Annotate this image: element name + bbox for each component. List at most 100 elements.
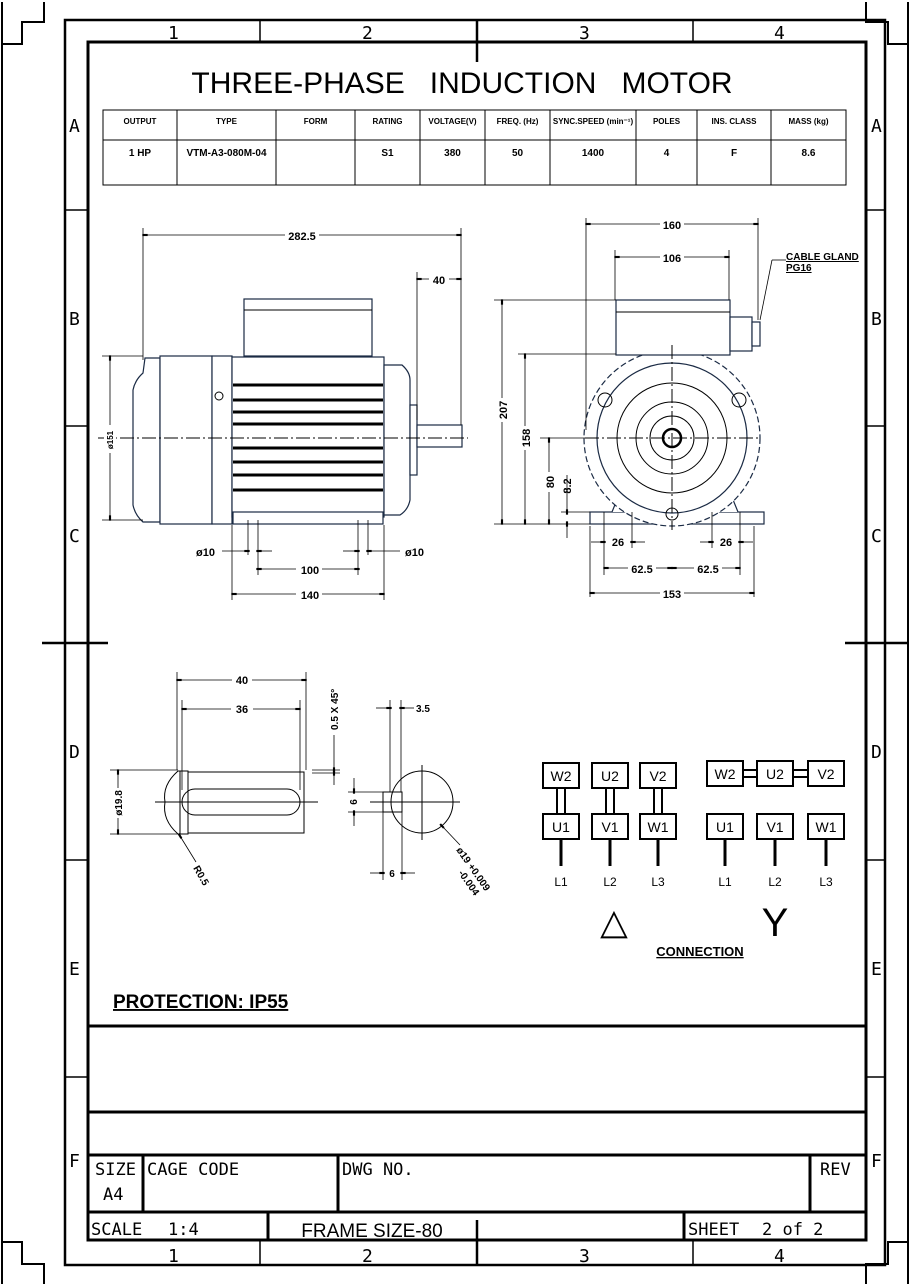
delta-terminal-top <box>591 762 629 789</box>
dim-half-right: 62.5 <box>697 564 718 576</box>
star-terminal-bottom-label: W1 <box>816 819 837 835</box>
dim-shaft-length: 40 <box>433 275 445 287</box>
delta-terminal-top <box>542 762 580 789</box>
dim-foot-centers: 100 <box>301 565 319 577</box>
sheet-value: 2 of 2 <box>762 1220 823 1240</box>
outer-border <box>63 18 887 1267</box>
sheet-label: SHEET <box>688 1220 739 1240</box>
table-header-cell: INS. CLASS <box>712 117 758 126</box>
table-header-cell: POLES <box>653 117 681 126</box>
size-label: SIZE <box>95 1160 136 1180</box>
scale-label: SCALE <box>91 1220 142 1240</box>
dim-foot-right-26: 26 <box>720 537 732 549</box>
zone-row-a-left: A <box>69 116 80 137</box>
star-line-label: L3 <box>819 875 833 889</box>
table-header-cell: TYPE <box>216 117 238 126</box>
delta-terminal-bottom-label: W1 <box>648 819 669 835</box>
shaft-dim-key-height: 6 <box>349 799 360 805</box>
zone-col-1-top: 1 <box>168 23 179 44</box>
table-value-cell: 4 <box>664 148 670 159</box>
shaft-dim-radius: R0.5 <box>190 864 210 888</box>
zone-row-b-right: B <box>871 309 882 330</box>
table-value-cell: VTM-A3-080M-04 <box>186 148 266 159</box>
shaft-dim-diameter: ø19.8 <box>114 790 125 816</box>
zone-col-3-top: 3 <box>579 23 590 44</box>
delta-terminal-bottom-label: V1 <box>601 819 618 835</box>
zone-labels: 1 2 3 4 1 2 3 4 A B C D E F A B C D E F <box>69 23 882 1267</box>
frame-size: FRAME SIZE-80 <box>301 1221 442 1242</box>
zone-row-d-left: D <box>69 742 80 763</box>
delta-terminal-top <box>639 762 677 789</box>
zone-dividers <box>42 20 908 1265</box>
dim-hole-left: ø10 <box>196 547 215 559</box>
zone-row-f-left: F <box>69 1151 80 1172</box>
zone-row-c-left: C <box>69 526 80 547</box>
size-value: A4 <box>103 1185 123 1205</box>
table-header-cell: OUTPUT <box>124 117 157 126</box>
zone-row-b-left: B <box>69 309 80 330</box>
star-terminal-bottom-label: V1 <box>766 819 783 835</box>
zone-row-c-right: C <box>871 526 882 547</box>
star-terminal-top-label: V2 <box>817 766 834 782</box>
dim-base-width: 153 <box>663 589 681 601</box>
table-value-cell: F <box>731 148 737 159</box>
dim-width-160: 160 <box>663 220 681 232</box>
table-header-cell: MASS (kg) <box>789 117 829 126</box>
inner-border <box>86 40 868 1242</box>
delta-line-label: L3 <box>651 875 665 889</box>
table-value-cell: 380 <box>444 148 461 159</box>
cage-code-label: CAGE CODE <box>147 1160 239 1180</box>
dim-box-width-106: 106 <box>663 253 681 265</box>
dim-half-left: 62.5 <box>631 564 652 576</box>
star-terminal-top-label: U2 <box>766 766 784 782</box>
zone-col-4-bottom: 4 <box>774 1246 785 1267</box>
zone-row-a-right: A <box>871 116 882 137</box>
star-line-label: L2 <box>768 875 782 889</box>
connection-title: CONNECTION <box>656 944 743 959</box>
dim-height-158: 158 <box>521 429 533 447</box>
star-bridge <box>742 769 758 778</box>
star-bridge <box>792 769 809 778</box>
dim-overall-height-207: 207 <box>498 401 510 419</box>
shaft-dim-length-40: 40 <box>236 675 248 687</box>
zone-row-e-left: E <box>69 959 80 980</box>
title-block <box>88 1024 866 1240</box>
zone-row-d-right: D <box>871 742 882 763</box>
table-value-cell: 8.6 <box>802 148 816 159</box>
table-header-cell: FORM <box>304 117 328 126</box>
cable-gland-label: CABLE GLAND <box>786 252 859 263</box>
motor-side-view: 282.5 40 ø151 ø10 ø10 100 140 <box>98 228 468 602</box>
delta-line-label: L2 <box>603 875 617 889</box>
star-terminal-top-label: W2 <box>715 766 736 782</box>
star-line-label: L1 <box>718 875 732 889</box>
star-symbol: Y <box>762 901 789 945</box>
motor-front-view: 160 106 CABLE GLAND PG16 207 158 80 8.2 … <box>494 217 859 601</box>
dim-foot-length: 140 <box>301 590 319 602</box>
table-value-cell: 1 HP <box>129 148 152 159</box>
delta-terminal-bottom-label: U1 <box>552 819 570 835</box>
delta-terminal-top-label: V2 <box>649 768 666 784</box>
zone-col-2-bottom: 2 <box>362 1246 373 1267</box>
table-value-cell: 1400 <box>582 148 605 159</box>
delta-symbol: △ <box>600 901 628 942</box>
dim-foot-left-26: 26 <box>612 537 624 549</box>
delta-line-label: L1 <box>554 875 568 889</box>
zone-col-3-bottom: 3 <box>579 1246 590 1267</box>
zone-row-f-right: F <box>871 1151 882 1172</box>
cable-gland-size: PG16 <box>786 263 812 274</box>
delta-terminal-top-label: W2 <box>551 768 572 784</box>
dim-shaft-height-80: 80 <box>545 476 557 488</box>
zone-row-e-right: E <box>871 959 882 980</box>
dim-foot-thickness: 8.2 <box>562 478 574 493</box>
table-header-cell: RATING <box>372 117 402 126</box>
shaft-detail: 40 36 0.5 X 45° ø19.8 R0.5 3.5 6 6 ø19 +… <box>110 672 492 898</box>
dim-diameter-151: ø151 <box>106 430 115 449</box>
shaft-dim-key-length-36: 36 <box>236 704 248 716</box>
dim-overall-length: 282.5 <box>288 231 316 243</box>
table-header-cell: VOLTAGE(V) <box>428 117 476 126</box>
rev-label: REV <box>820 1160 851 1180</box>
shaft-dim-key-width: 6 <box>389 869 395 880</box>
